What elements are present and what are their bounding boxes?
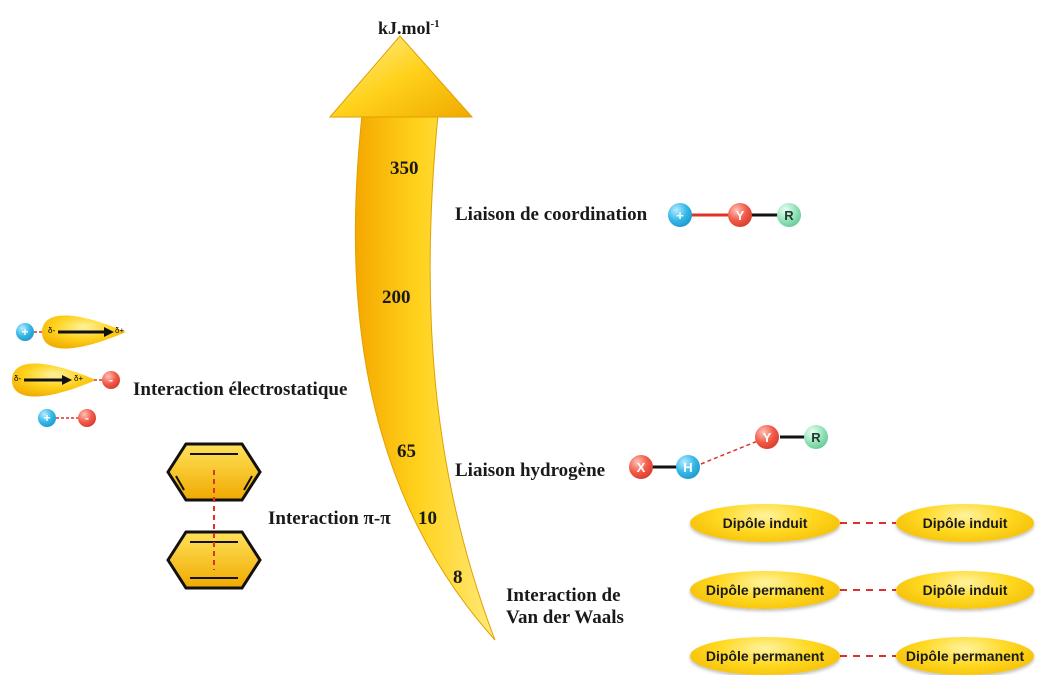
- value-65: 65: [397, 441, 416, 462]
- acceptor-atom-y: Y: [755, 425, 779, 449]
- vdw-label-line2: Van der Waals: [506, 607, 624, 628]
- delta-plus-2: δ+: [74, 374, 84, 383]
- donor-atom-x: X: [629, 455, 653, 479]
- pipi-label: Interaction π-π: [268, 508, 391, 529]
- anion-atom-2: -: [78, 409, 96, 427]
- anion-atom-1: -: [102, 371, 120, 389]
- benzene-rings: [166, 442, 262, 590]
- arrow-shaft: [354, 114, 496, 641]
- dipole-row-2-left: Dipôle permanent: [690, 571, 840, 609]
- cation-atom-2: +: [38, 409, 56, 427]
- coordination-label: Liaison de coordination: [455, 204, 648, 225]
- hydrogen-label: Liaison hydrogène: [455, 460, 606, 481]
- unit-text: kJ.mol: [378, 18, 431, 38]
- value-350: 350: [390, 158, 419, 179]
- dipole-row-1-right: Dipôle induit: [896, 504, 1034, 542]
- electrostatic-diagram: [12, 315, 126, 419]
- value-200: 200: [382, 287, 411, 308]
- cation-atom: +: [668, 203, 692, 227]
- delta-minus-2: δ-: [14, 374, 22, 383]
- cation-atom-1: +: [16, 323, 34, 341]
- delta-minus-1: δ-: [48, 326, 56, 335]
- acceptor-atom-r: R: [804, 425, 828, 449]
- hydrogen-atom: H: [676, 455, 700, 479]
- unit-exponent: -1: [430, 18, 440, 30]
- vdw-label-line1: Interaction de: [506, 585, 621, 606]
- value-8: 8: [453, 567, 463, 588]
- dipole-row-1-left: Dipôle induit: [690, 504, 840, 542]
- coordination-bonds: [687, 213, 781, 217]
- value-10: 10: [418, 508, 437, 529]
- ligand-atom-r: R: [777, 203, 801, 227]
- delta-plus-1: δ+: [115, 326, 125, 335]
- unit-label: kJ.mol-1: [378, 18, 440, 39]
- arrow-head: [328, 35, 474, 118]
- electrostatic-label: Interaction électrostatique: [133, 379, 348, 400]
- dipole-row-2-right: Dipôle induit: [896, 571, 1034, 609]
- dipole-row-3-left: Dipôle permanent: [690, 637, 840, 675]
- ligand-atom-y: Y: [728, 203, 752, 227]
- dipole-row-3-right: Dipôle permanent: [896, 637, 1034, 675]
